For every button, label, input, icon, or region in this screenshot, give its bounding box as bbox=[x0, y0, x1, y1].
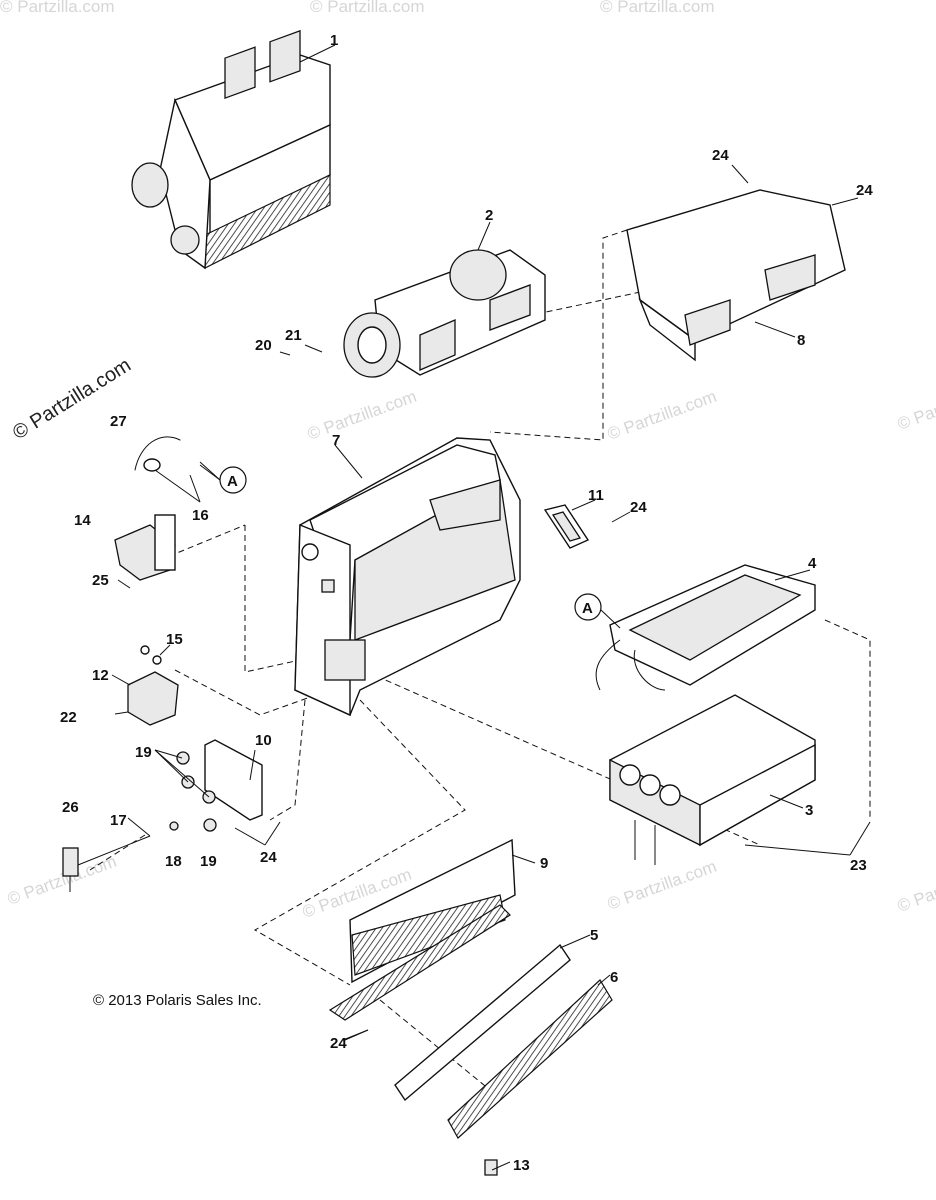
watermark-tile: © Partzilla.com bbox=[605, 857, 719, 914]
callout-24: 24 bbox=[260, 849, 277, 866]
ref-mark-a: A bbox=[582, 600, 593, 617]
callout-8: 8 bbox=[797, 332, 805, 349]
callout-10: 10 bbox=[255, 732, 272, 749]
watermark-tile: © Partzilla.com bbox=[310, 0, 425, 16]
watermark-tile: © Partzilla.com bbox=[895, 859, 936, 916]
resistor-part bbox=[62, 835, 151, 892]
filter-panel-part bbox=[328, 904, 613, 1176]
callout-26: 26 bbox=[62, 799, 79, 816]
callout-24: 24 bbox=[630, 499, 647, 516]
callout-2: 2 bbox=[485, 207, 493, 224]
callout-17: 17 bbox=[110, 812, 127, 829]
watermark-tile: © Partzilla.com bbox=[605, 387, 719, 444]
callout-21: 21 bbox=[285, 327, 302, 344]
leader-lines bbox=[111, 44, 871, 1171]
valve-part bbox=[114, 436, 181, 581]
blower-part bbox=[343, 249, 546, 378]
callouts: 1 2 3 4 5 6 7 8 9 10 11 12 13 14 15 16 1… bbox=[60, 32, 873, 1174]
callout-12: 12 bbox=[92, 667, 109, 684]
callout-25: 25 bbox=[92, 572, 109, 589]
block-part bbox=[127, 645, 179, 726]
callout-24: 24 bbox=[856, 182, 873, 199]
watermark-tile: © Partzilla.com bbox=[0, 0, 115, 16]
callout-24: 24 bbox=[330, 1035, 347, 1052]
ref-mark-a: A bbox=[227, 473, 238, 490]
watermark-tile: © Partzilla.com bbox=[305, 387, 419, 444]
top-cover-part bbox=[626, 189, 846, 362]
callout-11: 11 bbox=[588, 487, 604, 504]
copyright-notice: © 2013 Polaris Sales Inc. bbox=[93, 992, 262, 1009]
callout-18: 18 bbox=[165, 853, 182, 870]
callout-9: 9 bbox=[540, 855, 548, 872]
callout-23: 23 bbox=[850, 857, 867, 874]
watermark-tile: © Partzilla.com bbox=[600, 0, 715, 16]
callout-27: 27 bbox=[110, 413, 127, 430]
callout-16: 16 bbox=[192, 507, 209, 524]
callout-7: 7 bbox=[332, 432, 340, 449]
watermark-tile: © Partzilla.com bbox=[5, 852, 119, 909]
assembly-lines bbox=[89, 229, 871, 1091]
evaporator-part bbox=[609, 694, 816, 865]
heater-core-part bbox=[595, 564, 816, 691]
callout-6: 6 bbox=[610, 969, 618, 986]
callout-20: 20 bbox=[255, 337, 272, 354]
callout-19: 19 bbox=[135, 744, 152, 761]
callout-19: 19 bbox=[200, 853, 217, 870]
watermark-tile: © Partzilla.com bbox=[895, 377, 936, 434]
callout-15: 15 bbox=[166, 631, 183, 648]
callout-3: 3 bbox=[805, 802, 813, 819]
heater-assembly-part bbox=[131, 29, 331, 270]
callout-14: 14 bbox=[74, 512, 91, 529]
reference-marks: A A bbox=[199, 464, 621, 629]
bracket-part bbox=[169, 739, 263, 832]
filter-frame-part bbox=[349, 838, 516, 984]
callout-5: 5 bbox=[590, 927, 598, 944]
watermark-side: © Partzilla.com bbox=[9, 354, 135, 444]
callout-22: 22 bbox=[60, 709, 77, 726]
callout-1: 1 bbox=[330, 32, 338, 49]
callout-13: 13 bbox=[513, 1157, 530, 1174]
callout-4: 4 bbox=[808, 555, 817, 572]
gasket-part bbox=[543, 504, 590, 549]
housing-part bbox=[294, 437, 521, 717]
callout-24: 24 bbox=[712, 147, 729, 164]
